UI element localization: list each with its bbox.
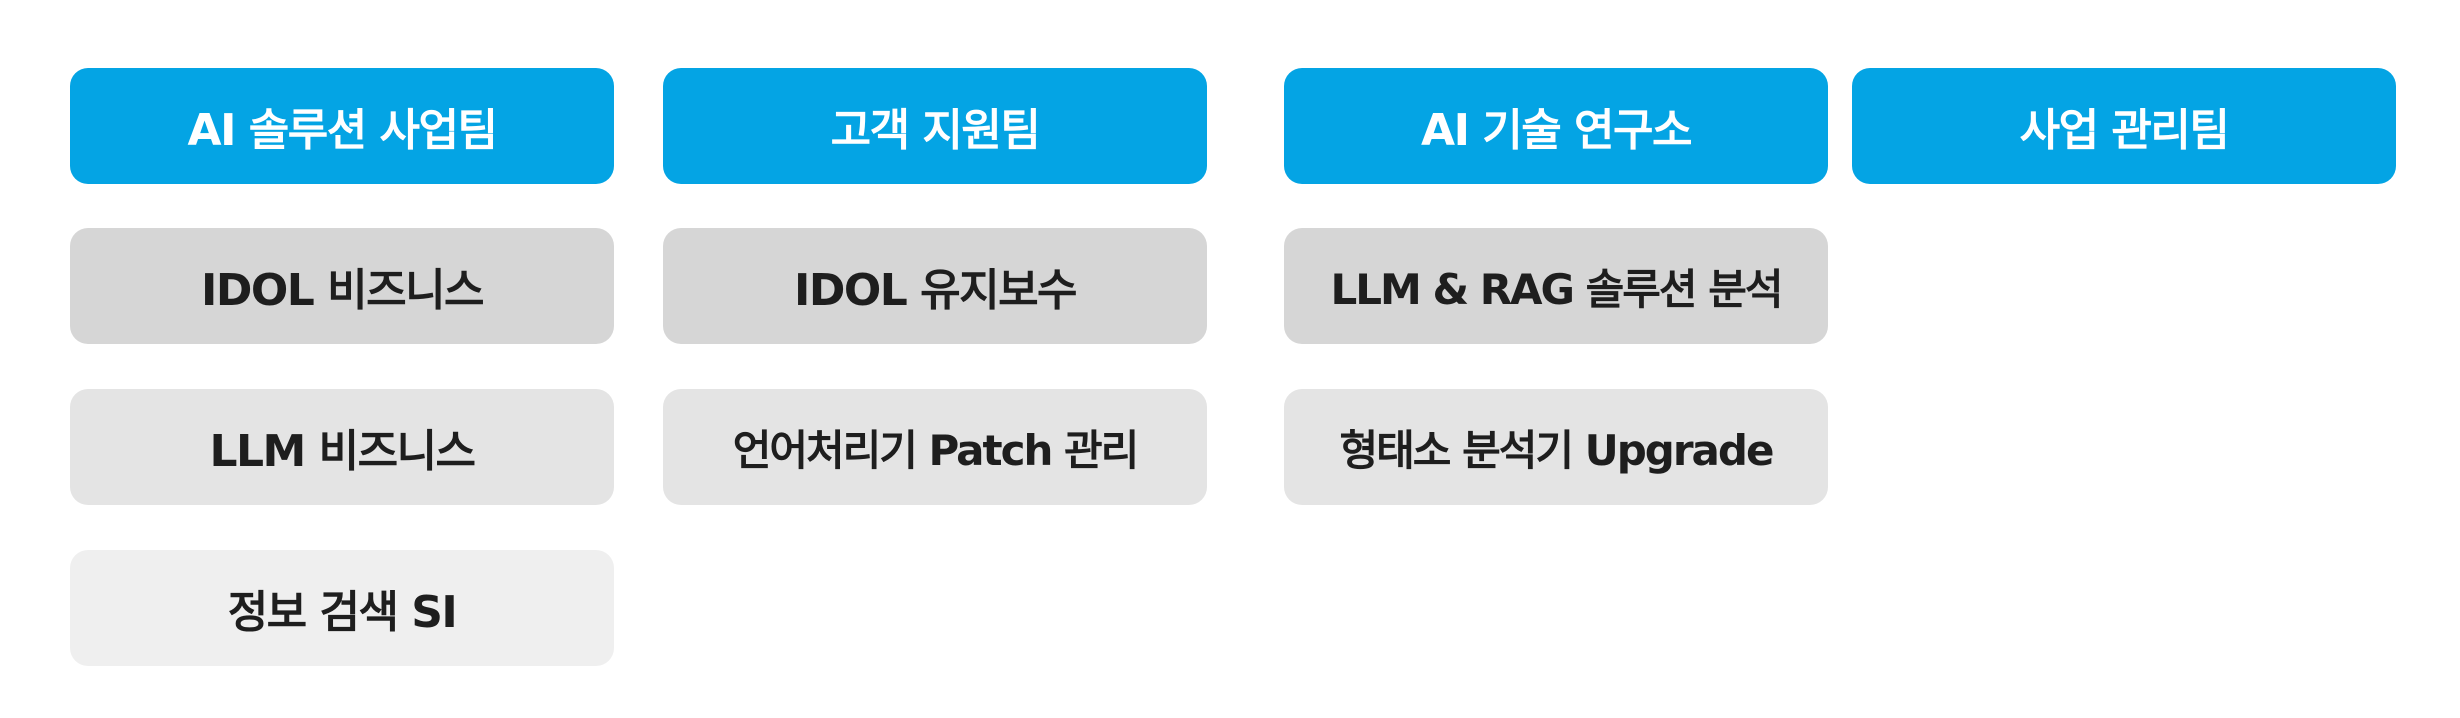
header-ai-solution-team: AI 솔루션 사업팀: [70, 68, 614, 184]
item-language-processor-patch: 언어처리기 Patch 관리: [663, 389, 1207, 505]
item-morpheme-analyzer-upgrade: 형태소 분석기 Upgrade: [1284, 389, 1828, 505]
item-info-search-si: 정보 검색 SI: [70, 550, 614, 666]
item-llm-business: LLM 비즈니스: [70, 389, 614, 505]
item-idol-business: IDOL 비즈니스: [70, 228, 614, 344]
header-ai-tech-lab: AI 기술 연구소: [1284, 68, 1828, 184]
header-customer-support-team: 고객 지원팀: [663, 68, 1207, 184]
item-idol-maintenance: IDOL 유지보수: [663, 228, 1207, 344]
header-business-management-team: 사업 관리팀: [1852, 68, 2396, 184]
item-llm-rag-analysis: LLM & RAG 솔루션 분석: [1284, 228, 1828, 344]
